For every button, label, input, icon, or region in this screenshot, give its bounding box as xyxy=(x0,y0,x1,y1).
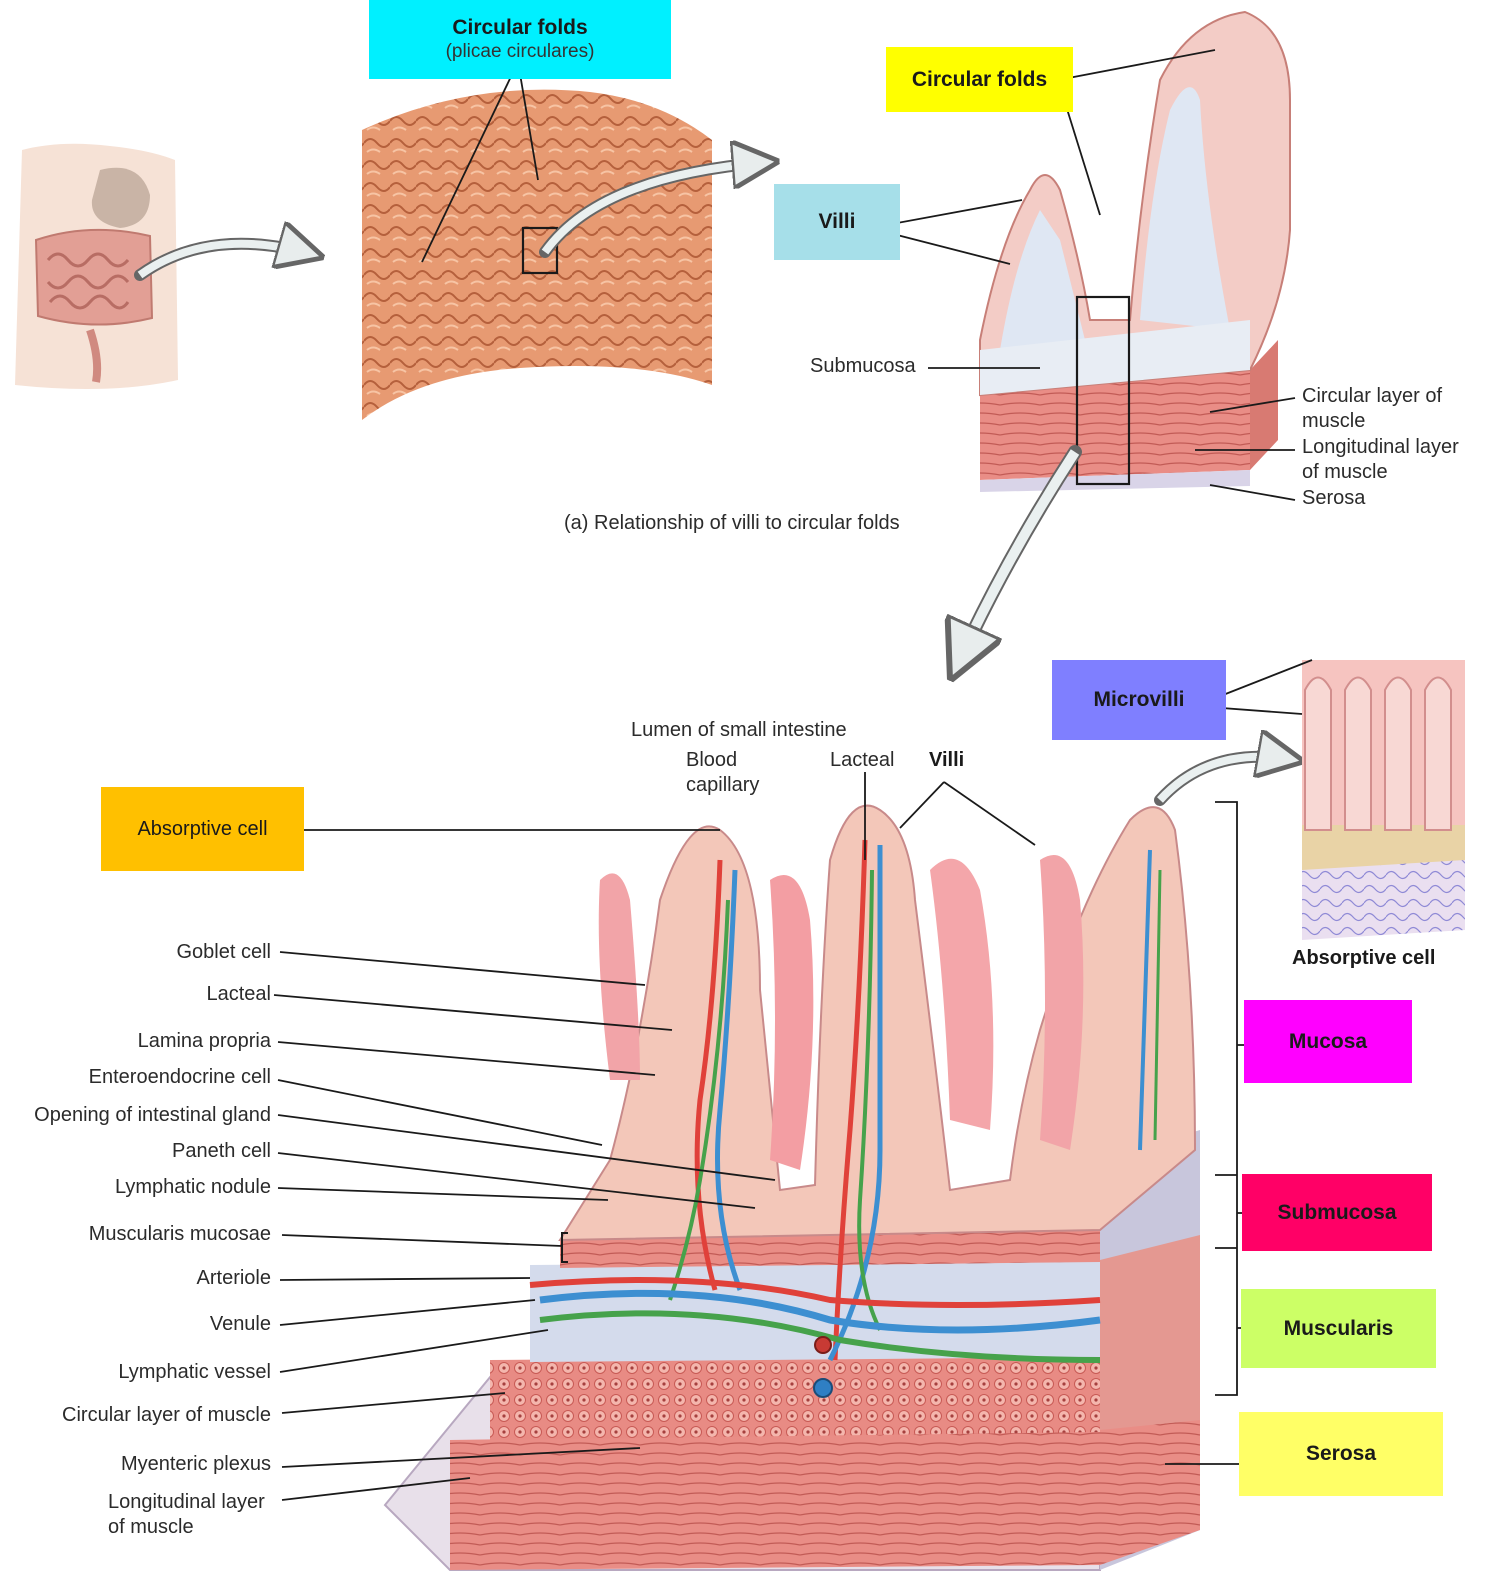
lymphatic-vessel-label: Lymphatic vessel xyxy=(118,1361,271,1383)
villi-top-box: Villi xyxy=(774,184,900,260)
circular-folds-box: Circular folds (plicae circulares) xyxy=(369,0,671,79)
lamina-propria-label: Lamina propria xyxy=(137,1030,271,1052)
lacteal-top-label: Lacteal xyxy=(830,749,895,771)
microvilli-box: Microvilli xyxy=(1052,660,1226,740)
villi-block-illustration xyxy=(383,804,1200,1571)
opened-intestine-segment xyxy=(362,89,712,420)
arrow-to-microvilli-inset xyxy=(1157,757,1295,803)
opening-of-intestinal-gland-label: Opening of intestinal gland xyxy=(34,1104,271,1126)
muscularis-box: Muscularis xyxy=(1241,1289,1436,1368)
mucosa-box: Mucosa xyxy=(1244,1000,1412,1083)
circular-layer-of-muscle-label: Circular layer of muscle xyxy=(62,1404,271,1426)
absorptive-cell-box: Absorptive cell xyxy=(101,787,304,871)
lacteal-label: Lacteal xyxy=(206,983,272,1005)
venule-label: Venule xyxy=(209,1313,271,1335)
mucosa-label: Mucosa xyxy=(1288,1029,1368,1053)
lymphatic-nodule-label: Lymphatic nodule xyxy=(114,1176,271,1198)
muscularis-label: Muscularis xyxy=(1283,1316,1394,1340)
arrow-to-intestine-segment xyxy=(137,244,315,279)
circular-folds-right-label: Circular folds xyxy=(911,67,1048,91)
longitudinal-layer-label-2: of muscle xyxy=(108,1516,194,1538)
villi-bottom-label: Villi xyxy=(929,749,965,771)
absorptive-cell-inset-label: Absorptive cell xyxy=(1292,947,1436,969)
microvilli-label: Microvilli xyxy=(1093,688,1185,711)
enteroendocrine-cell-label: Enteroendocrine cell xyxy=(88,1066,271,1088)
blood-capillary-label-2: capillary xyxy=(686,774,760,796)
circular-layer-top-label-1: Circular layer of xyxy=(1302,385,1443,407)
submucosa-box: Submucosa xyxy=(1242,1174,1432,1251)
serosa-box: Serosa xyxy=(1239,1412,1443,1496)
lumen-label: Lumen of small intestine xyxy=(631,719,847,741)
arrow-to-fold-section xyxy=(541,162,770,255)
circular-folds-right-box: Circular folds xyxy=(886,47,1073,112)
abdomen-illustration xyxy=(15,143,178,389)
arteriole-label: Arteriole xyxy=(196,1267,271,1289)
myenteric-plexus-label: Myenteric plexus xyxy=(120,1453,271,1475)
longitudinal-top-label-2: of muscle xyxy=(1302,461,1388,483)
muscularis-mucosae-label: Muscularis mucosae xyxy=(88,1223,271,1245)
blood-capillary-label-1: Blood xyxy=(686,749,738,771)
absorptive-cell-box-label: Absorptive cell xyxy=(137,817,268,840)
figure-caption-a: (a) Relationship of villi to circular fo… xyxy=(564,512,900,534)
longitudinal-top-label-1: Longitudinal layer xyxy=(1302,436,1459,458)
longitudinal-layer-label-1: Longitudinal layer xyxy=(108,1491,265,1513)
plicae-circulares-label: (plicae circulares) xyxy=(445,40,595,62)
arrow-to-villi-block xyxy=(955,449,1080,670)
serosa-label: Serosa xyxy=(1305,1442,1377,1465)
villi-top-label: Villi xyxy=(818,210,856,233)
microvilli-inset xyxy=(1302,660,1465,940)
serosa-top-label: Serosa xyxy=(1302,487,1366,509)
goblet-cell-label: Goblet cell xyxy=(176,941,272,963)
zoom-rectangle-top xyxy=(521,226,559,275)
circular-folds-box-title: Circular folds xyxy=(452,15,588,39)
circular-fold-section xyxy=(979,10,1291,492)
zoom-rectangle-villi xyxy=(1075,295,1131,486)
circular-layer-top-label-2: muscle xyxy=(1302,410,1366,432)
paneth-cell-label: Paneth cell xyxy=(172,1140,271,1162)
submucosa-label: Submucosa xyxy=(1277,1200,1397,1224)
submucosa-top-label: Submucosa xyxy=(810,355,916,377)
